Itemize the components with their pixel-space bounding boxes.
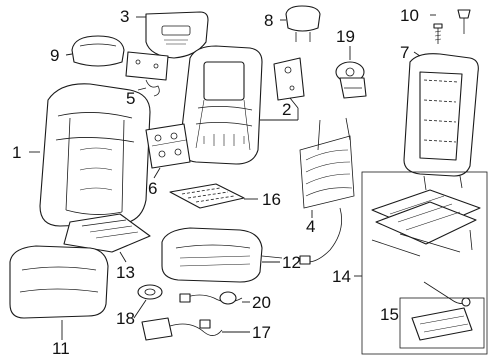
callout-10: 10 — [400, 6, 419, 25]
part-headrest — [285, 5, 321, 42]
part-seat-track-box — [361, 171, 488, 355]
part-lumbar-bracket — [125, 51, 169, 97]
callout-18: 18 — [116, 309, 135, 328]
part-headrest-cover — [71, 35, 125, 67]
part-trim-plate — [273, 57, 305, 101]
callout-6: 6 — [148, 179, 157, 198]
callout-19: 19 — [336, 27, 355, 46]
part-grommet — [137, 284, 163, 300]
callout-13: 13 — [116, 263, 135, 282]
part-seat-back-frame — [179, 45, 263, 165]
part-seat-back-cover — [39, 83, 151, 227]
part-wiring-harness — [179, 291, 243, 305]
part-switch-inner-box — [399, 281, 485, 349]
part-seat-cushion — [161, 227, 283, 283]
callout-16: 16 — [262, 190, 281, 209]
callout-15: 15 — [380, 305, 399, 324]
callout-1: 1 — [12, 143, 21, 162]
part-cushion-cover — [9, 245, 109, 319]
part-switch-harness — [141, 317, 223, 341]
part-recliner-motor — [335, 61, 367, 99]
callout-11: 11 — [52, 339, 70, 358]
callout-8: 8 — [264, 11, 273, 30]
callout-12: 12 — [282, 253, 301, 272]
callout-17: 17 — [252, 323, 271, 342]
callout-14: 14 — [332, 267, 351, 286]
callout-2: 2 — [282, 100, 291, 119]
callout-3: 3 — [120, 7, 129, 26]
callout-7: 7 — [400, 43, 409, 62]
callout-labels: 1 2 3 4 5 6 7 8 9 10 11 12 13 14 15 16 1… — [12, 6, 419, 358]
part-heater-mat — [169, 183, 245, 209]
part-back-frame-structure — [403, 53, 479, 191]
callout-5: 5 — [126, 89, 135, 108]
leader-lines — [29, 14, 436, 340]
callout-4: 4 — [306, 217, 315, 236]
part-suspension-spring — [299, 117, 355, 265]
callout-9: 9 — [50, 46, 59, 65]
part-control-module — [145, 123, 191, 169]
part-bolts — [433, 9, 471, 44]
part-cushion-pan — [63, 213, 151, 253]
callout-20: 20 — [252, 293, 271, 312]
